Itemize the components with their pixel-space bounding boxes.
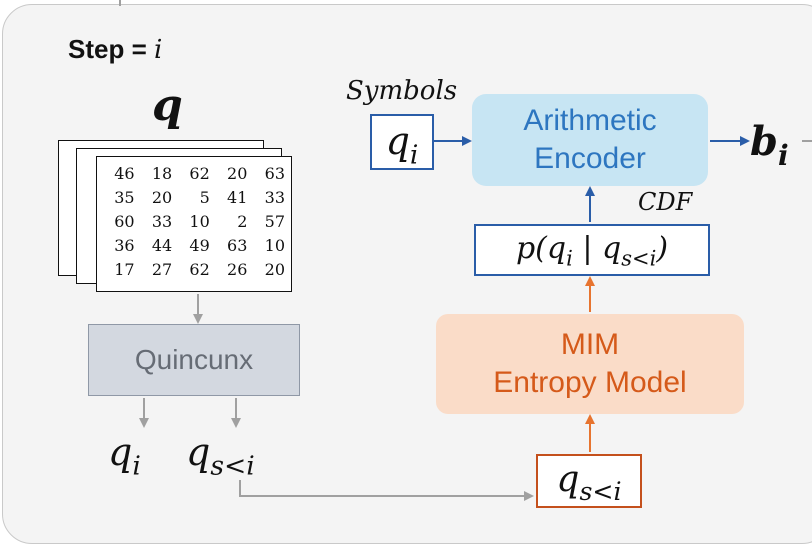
matrix-row: 46 18 62 20 63 — [101, 161, 289, 185]
matrix-cell: 41 — [227, 187, 248, 207]
matrix-cell: 20 — [264, 259, 285, 279]
output-q-i: qi — [108, 430, 141, 482]
matrix-cell: 44 — [151, 235, 173, 255]
matrix-cell: 63 — [264, 163, 285, 183]
matrix-cell: 36 — [114, 235, 135, 255]
probability-box: p(qi | qs<i) — [474, 224, 710, 276]
mim-entropy-model-block: MIM Entropy Model — [436, 314, 744, 414]
context-box: qs<i — [536, 454, 642, 508]
matrix-cell: 17 — [114, 259, 135, 279]
quincunx-block: Quincunx — [88, 324, 300, 396]
symbols-label: Symbols — [346, 76, 458, 106]
matrix-cell: 20 — [151, 187, 173, 207]
matrix-cell: 33 — [151, 211, 173, 231]
matrix-cell: 46 — [114, 163, 135, 183]
mim-line2: Entropy Model — [493, 366, 687, 399]
tensor-label: q — [152, 80, 183, 131]
matrix-cell: 57 — [264, 211, 285, 231]
matrix-cell: 63 — [227, 235, 248, 255]
output-q-s: qs<i — [186, 430, 255, 482]
matrix-cell: 2 — [237, 211, 248, 231]
matrix-cell: 35 — [114, 187, 135, 207]
matrix-cell: 60 — [114, 211, 135, 231]
matrix-row: 35 20 5 41 33 — [101, 185, 289, 209]
arrow-qs-to-context — [239, 480, 534, 501]
matrix-cell: 62 — [189, 259, 210, 279]
matrix-cell: 20 — [227, 163, 248, 183]
step-label: Step = i — [68, 34, 163, 65]
matrix-row: 36 44 49 63 10 — [101, 233, 289, 257]
matrix-cell: 27 — [151, 259, 173, 279]
arithmetic-encoder-block: Arithmetic Encoder — [472, 94, 708, 186]
matrix-row: 60 33 10 2 57 — [101, 209, 289, 233]
mim-line1: MIM — [560, 328, 620, 361]
matrix-cell: 62 — [189, 163, 210, 183]
matrix-cell: 18 — [151, 163, 173, 183]
matrix-cell: 10 — [189, 211, 210, 231]
symbol-box: qi — [370, 114, 434, 170]
encoder-line2: Encoder — [534, 142, 646, 175]
matrix-cell: 49 — [189, 235, 210, 255]
matrix-cell: 10 — [264, 235, 285, 255]
encoder-line1: Arithmetic — [523, 104, 657, 137]
bitstream-output: bi — [750, 118, 789, 172]
matrix-row: 17 27 62 26 20 — [101, 257, 289, 281]
matrix-cell: 33 — [264, 187, 285, 207]
matrix-cell: 26 — [227, 259, 248, 279]
connectors — [119, 0, 812, 501]
cdf-label: CDF — [638, 188, 693, 216]
matrix-cell: 5 — [199, 187, 210, 207]
